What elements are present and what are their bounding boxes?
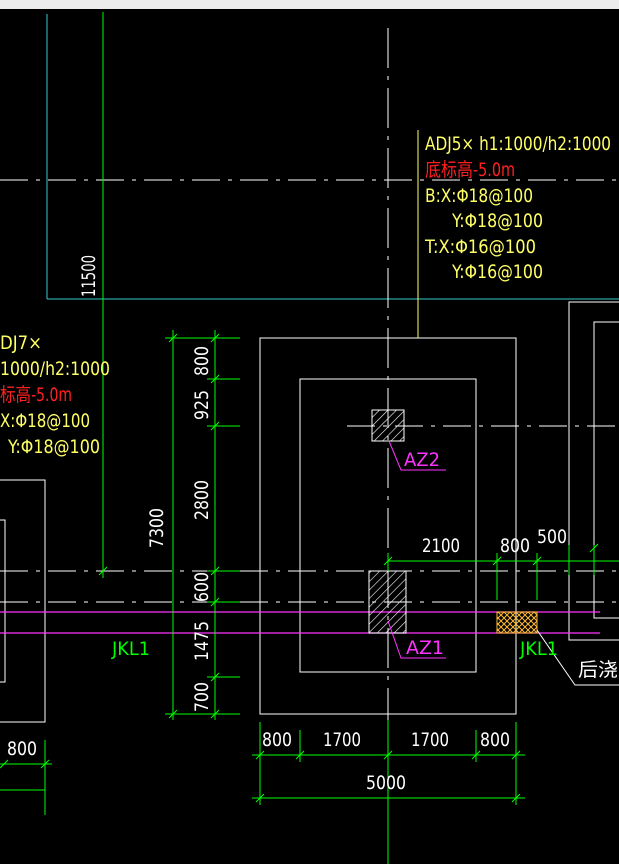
- foundation-left-outline: [0, 479, 46, 723]
- post-pour-band-label: 后浇带: [578, 659, 619, 681]
- right-dimension-chain: [383, 543, 619, 600]
- adj5-top-y: Y:Φ16@100: [451, 261, 543, 283]
- left-bottom-dimension: [0, 740, 52, 815]
- dim-bottom-total: 5000: [366, 772, 406, 794]
- leader-lines: [387, 130, 619, 686]
- dim-bottom-800-right: 800: [480, 729, 510, 751]
- dim-right-800: 800: [500, 535, 530, 557]
- dim-left-span: 11500: [78, 255, 100, 297]
- bottom-dimension-chain: [252, 722, 525, 805]
- column-az1-label: AZ1: [406, 637, 444, 659]
- dim-right-500: 500: [537, 526, 567, 548]
- left-span-dimension: [98, 566, 108, 576]
- adj5-name: ADJ5× h1:1000/h2:1000: [425, 133, 611, 155]
- adj7-elevation: 标高-5.0m: [0, 384, 72, 406]
- dimension-texts: 11500 7300 800 925 2800 600 1475 700 800…: [7, 255, 567, 794]
- dim-left-bottom-800: 800: [7, 738, 37, 760]
- adj7-bottom-y: Y:Φ18@100: [7, 436, 100, 458]
- dim-bottom-1700-left: 1700: [323, 729, 361, 751]
- element-labels: AZ2 AZ1 JKL1 JKL1 后浇带: [111, 449, 619, 681]
- dim-vertical-total: 7300: [146, 508, 168, 548]
- slab-edge: [46, 14, 619, 300]
- top-toolbar-strip: [0, 0, 619, 9]
- dim-vertical-2800: 2800: [191, 480, 213, 520]
- dim-vertical-1475: 1475: [191, 621, 213, 661]
- post-pour-block: [496, 611, 538, 634]
- foundation-right-outline: [568, 301, 619, 641]
- column-az2: [371, 409, 405, 442]
- column-az2-label: AZ2: [404, 449, 440, 471]
- beam-jkl1-label-right: JKL1: [519, 638, 558, 660]
- beam-jkl1-label-left: JKL1: [111, 638, 150, 660]
- adj5-bottom-y: Y:Φ18@100: [451, 210, 543, 232]
- adj5-elevation: 底标高-5.0m: [425, 159, 515, 181]
- vertical-dimension-chain: [165, 330, 240, 720]
- dim-vertical-700: 700: [191, 682, 213, 712]
- adj7-bottom-x: X:Φ18@100: [0, 410, 90, 432]
- dim-vertical-600: 600: [191, 572, 213, 602]
- adj5-bottom-x: B:X:Φ18@100: [425, 185, 533, 207]
- adj7-heights: 1000/h2:1000: [0, 358, 110, 380]
- dim-bottom-800-left: 800: [262, 729, 292, 751]
- dim-vertical-800: 800: [191, 346, 213, 376]
- foundation-adj5-outline: [259, 337, 517, 715]
- dim-right-2100: 2100: [422, 535, 460, 557]
- adj5-note: ADJ5× h1:1000/h2:1000 底标高-5.0m B:X:Φ18@1…: [424, 133, 611, 283]
- adj5-top-x: T:X:Φ16@100: [424, 236, 536, 258]
- column-az1: [368, 570, 407, 634]
- dim-vertical-925: 925: [191, 390, 213, 420]
- dim-bottom-1700-right: 1700: [411, 729, 449, 751]
- adj7-name: DJ7×: [0, 332, 42, 354]
- adj7-note: DJ7× 1000/h2:1000 标高-5.0m X:Φ18@100 Y:Φ1…: [0, 332, 110, 458]
